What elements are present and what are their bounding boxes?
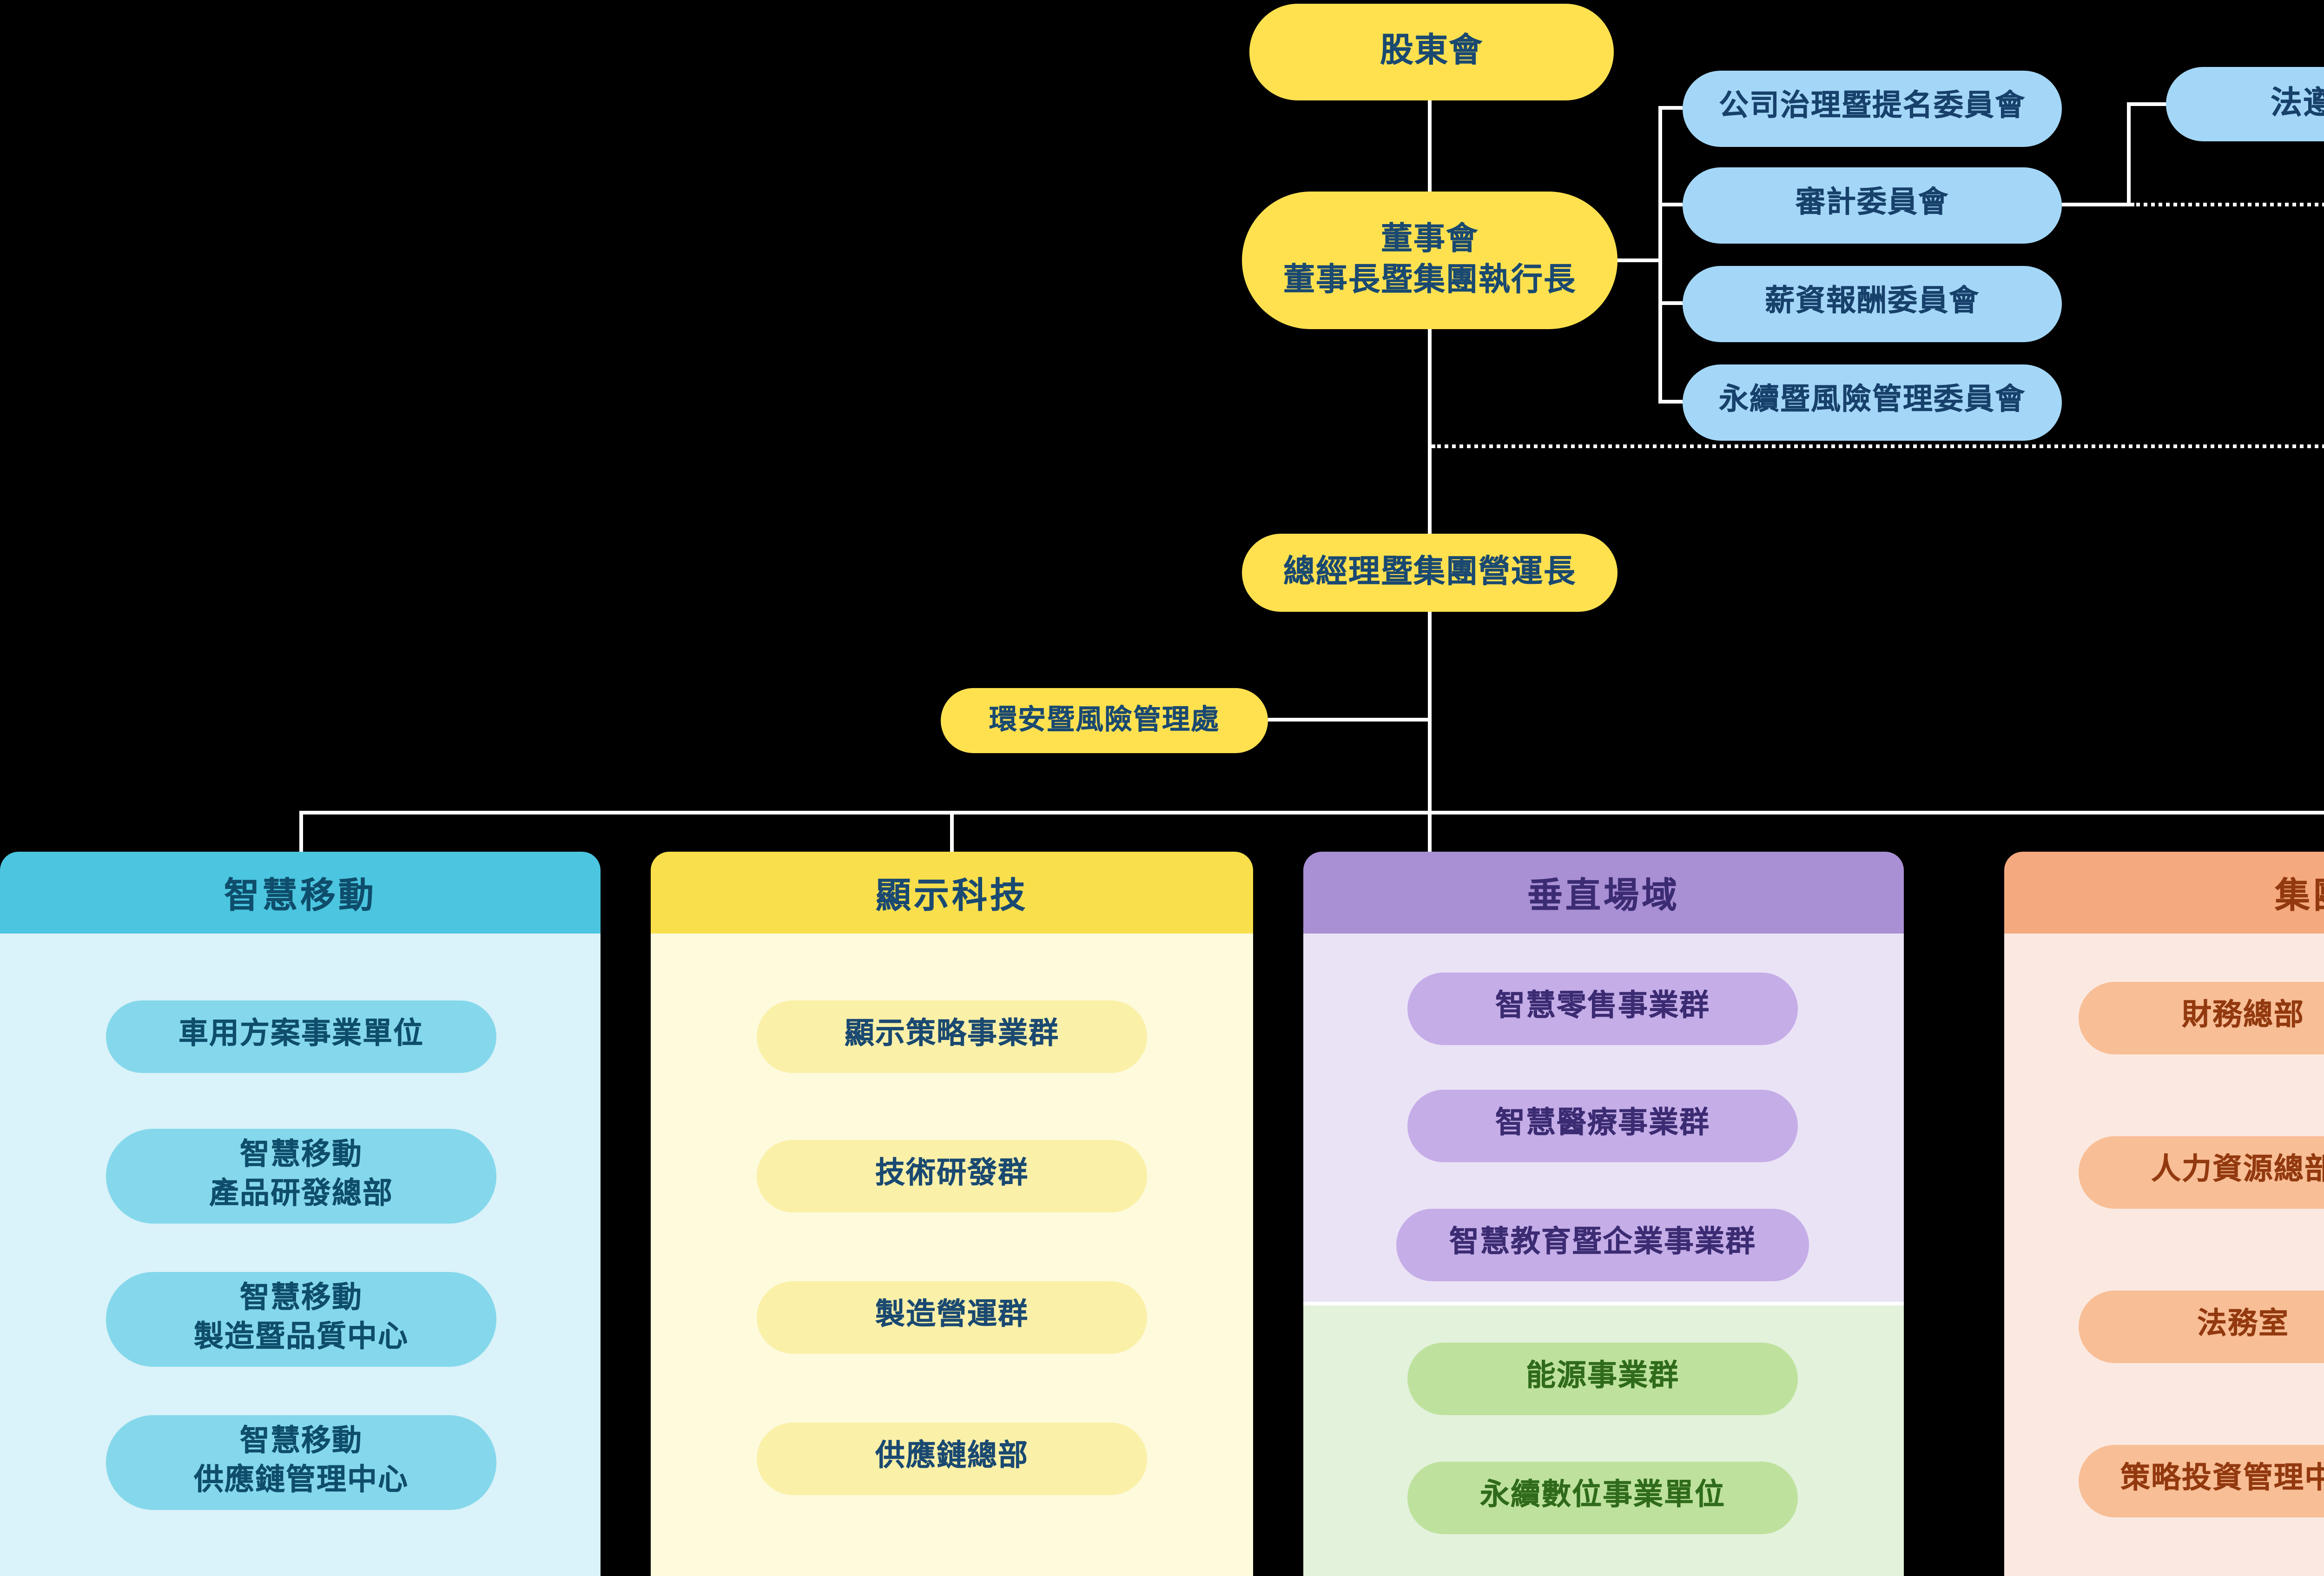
unit-label: 智慧醫療事業群: [1495, 1109, 1710, 1141]
unit-mobility-supply-chain: 智慧移動 供應鏈管理中心: [106, 1415, 496, 1510]
unit-label: 智慧移動 製造暨品質中心: [193, 1283, 409, 1353]
connector-ehs-trunk: [1268, 718, 1430, 722]
group-header-vertical-domains: 垂直場域: [1303, 852, 1904, 934]
unit-mobility-product-rd: 智慧移動 產品研發總部: [106, 1129, 496, 1224]
node-label: 審計委員會: [1795, 188, 1949, 220]
unit-label: 法務室: [2197, 1310, 2289, 1342]
unit-legal-office: 法務室: [2079, 1291, 2324, 1363]
connector-stub-display-tech: [950, 811, 954, 852]
group-title: 智慧移動: [224, 877, 376, 916]
unit-mobility-mfg-quality: 智慧移動 製造暨品質中心: [106, 1272, 496, 1367]
node-label: 公司治理暨提名委員會: [1718, 92, 2026, 124]
unit-label: 顯示策略事業群: [844, 1020, 1059, 1052]
node-label: 股東會: [1380, 32, 1483, 70]
connector-shareholders-board: [1428, 100, 1432, 192]
unit-supply-chain-hq: 供應鏈總部: [757, 1423, 1147, 1495]
connector-committee-stub: [1658, 203, 1683, 206]
unit-manufacturing-ops: 製造營運群: [757, 1281, 1147, 1354]
unit-display-strategy: 顯示策略事業群: [757, 1000, 1147, 1073]
unit-smart-medical: 智慧醫療事業群: [1407, 1090, 1798, 1162]
unit-label: 製造營運群: [875, 1300, 1029, 1332]
section-divider: [1303, 1302, 1904, 1305]
node-compliance-counsel: 法遵總顧問: [2166, 67, 2324, 141]
node-board: 董事會 董事長暨集團執行長: [1242, 192, 1618, 329]
unit-label: 車用方案事業單位: [178, 1020, 424, 1052]
unit-label: 技術研發群: [875, 1159, 1029, 1191]
connector-audit-compliance-riser: [2127, 102, 2131, 206]
unit-label: 智慧移動 產品研發總部: [209, 1140, 393, 1210]
unit-label: 財務總部: [2181, 1001, 2304, 1033]
unit-hr-hq: 人力資源總部: [2079, 1136, 2324, 1209]
unit-label: 智慧零售事業群: [1495, 992, 1710, 1024]
dotted-compliance-to-trunk: [1432, 444, 2324, 448]
unit-label: 智慧移動 供應鏈管理中心: [193, 1426, 409, 1496]
unit-energy: 能源事業群: [1407, 1343, 1798, 1415]
unit-finance-hq: 財務總部: [2079, 982, 2324, 1054]
node-committee-sustainability-risk: 永續暨風險管理委員會: [1683, 364, 2062, 441]
node-president-coo: 總經理暨集團營運長: [1242, 534, 1618, 612]
connector-committee-stub: [1658, 301, 1683, 305]
unit-technology-rd: 技術研發群: [757, 1140, 1147, 1212]
group-title: 集團營運支援單位: [2274, 877, 2324, 916]
dotted-audit-to-right: [2131, 203, 2324, 206]
connector-committee-spine: [1658, 106, 1662, 404]
unit-smart-education-enterprise: 智慧教育暨企業事業群: [1396, 1209, 1809, 1281]
unit-label: 人力資源總部: [2151, 1155, 2324, 1187]
connector-committee-stub: [1658, 400, 1683, 404]
unit-automotive-solutions: 車用方案事業單位: [106, 1000, 496, 1073]
group-title: 顯示科技: [875, 877, 1028, 916]
node-committee-governance-nomination: 公司治理暨提名委員會: [1683, 71, 2062, 147]
connector-committee-stub: [1658, 106, 1683, 110]
group-header-display-tech: 顯示科技: [651, 852, 1253, 934]
node-shareholders: 股東會: [1249, 4, 1614, 100]
node-label: 永續暨風險管理委員會: [1718, 385, 2026, 417]
node-label: 法遵總顧問: [2271, 86, 2324, 121]
connector-president-groups: [1428, 612, 1432, 852]
node-committee-audit: 審計委員會: [1683, 167, 2062, 244]
unit-label: 供應鏈總部: [875, 1442, 1029, 1474]
unit-smart-retail: 智慧零售事業群: [1407, 973, 1798, 1045]
connector-stub-smart-mobility: [299, 811, 303, 852]
group-header-smart-mobility: 智慧移動: [0, 852, 601, 934]
group-header-operations-support: 集團營運支援單位: [2004, 852, 2324, 934]
node-committee-compensation: 薪資報酬委員會: [1683, 266, 2062, 342]
unit-sustainable-digital: 永續數位事業單位: [1407, 1462, 1798, 1534]
unit-strategic-investment: 策略投資管理中心: [2079, 1445, 2324, 1517]
node-label: 總經理暨集團營運長: [1283, 554, 1576, 590]
unit-label: 策略投資管理中心: [2120, 1464, 2324, 1496]
connector-audit-compliance: [2062, 203, 2131, 206]
connector-compliance-stub: [2127, 102, 2166, 106]
connector-distribution: [299, 811, 2324, 814]
group-title: 垂直場域: [1527, 877, 1680, 916]
unit-label: 智慧教育暨企業事業群: [1449, 1228, 1756, 1260]
node-label: 薪資報酬委員會: [1764, 287, 1980, 319]
node-ehs-risk-office: 環安暨風險管理處: [941, 688, 1268, 753]
node-label: 董事會 董事長暨集團執行長: [1283, 222, 1576, 298]
connector-board-committees: [1618, 258, 1658, 262]
node-label: 環安暨風險管理處: [989, 704, 1220, 736]
connector-board-president: [1428, 329, 1432, 534]
unit-label: 能源事業群: [1525, 1362, 1679, 1394]
unit-label: 永續數位事業單位: [1479, 1481, 1725, 1513]
